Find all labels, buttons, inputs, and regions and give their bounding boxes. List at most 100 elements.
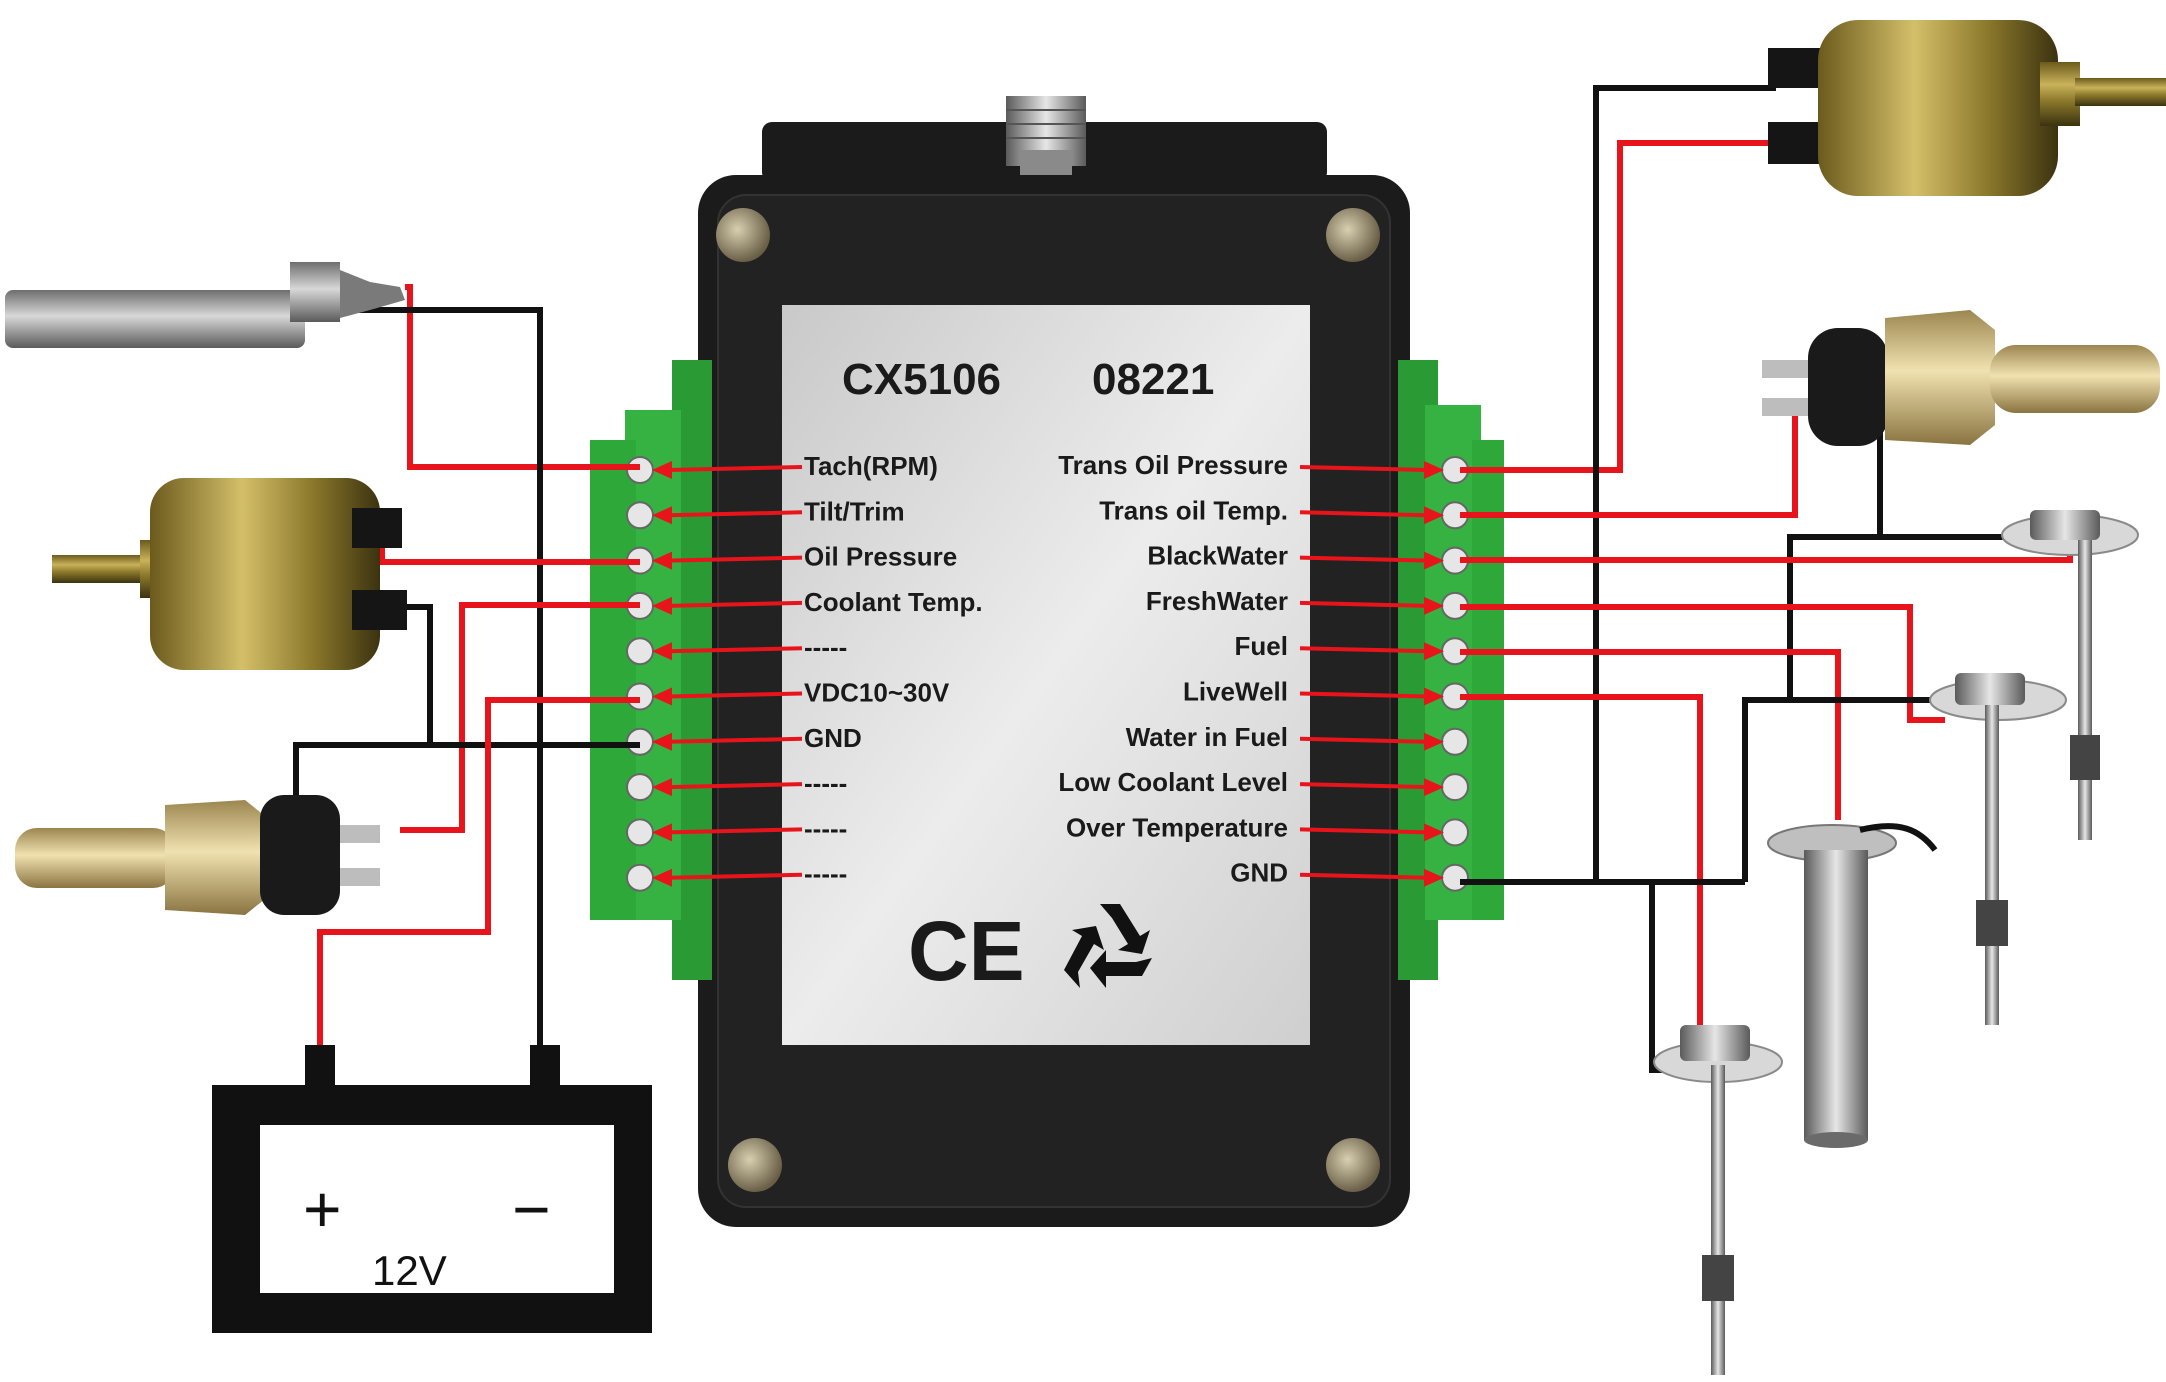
wire-ground-bus-c bbox=[1649, 882, 1680, 1073]
screw-icon bbox=[1326, 208, 1380, 262]
level-sensor-icon bbox=[2001, 510, 2139, 840]
recycle-icon bbox=[1064, 904, 1152, 988]
wire-ground-bus-b bbox=[1742, 697, 1945, 882]
wire-trans-oil-temp bbox=[1460, 404, 1808, 518]
model-number: CX5106 bbox=[842, 355, 1001, 404]
right-terminal-label: GND bbox=[1230, 858, 1288, 888]
terminal-arrow bbox=[667, 555, 803, 563]
right-terminal-label: Over Temperature bbox=[1066, 812, 1288, 842]
fuel-level-sensor-icon bbox=[1767, 823, 1938, 1148]
wire-fuel bbox=[1460, 649, 1841, 820]
terminal-arrow bbox=[667, 736, 803, 744]
left-terminal-label: Coolant Temp. bbox=[804, 587, 983, 617]
terminal-screw-icon bbox=[1441, 818, 1469, 847]
terminal-arrow bbox=[1299, 465, 1429, 472]
terminal-screw-icon bbox=[1441, 727, 1469, 756]
ce-mark: CE bbox=[908, 904, 1025, 998]
terminal-arrow bbox=[667, 465, 803, 472]
terminal-screw-icon bbox=[626, 637, 654, 666]
left-terminal-label: ----- bbox=[804, 768, 847, 798]
screw-icon bbox=[728, 1138, 782, 1192]
right-terminal-label: Trans Oil Pressure bbox=[1058, 450, 1288, 480]
left-terminal-label: GND bbox=[804, 723, 862, 753]
left-terminal-label: Tach(RPM) bbox=[804, 451, 938, 481]
right-terminal-label: Low Coolant Level bbox=[1058, 767, 1288, 797]
terminal-screw-icon bbox=[626, 773, 654, 802]
left-terminal-label: Tilt/Trim bbox=[804, 496, 905, 526]
level-sensor-icon bbox=[1929, 673, 2067, 1025]
cx5106-module: CX5106 08221 CE bbox=[590, 96, 1504, 1227]
arrow-head-icon bbox=[1424, 778, 1444, 797]
wire-power bbox=[317, 697, 640, 1045]
wire-freshwater bbox=[1460, 604, 1945, 723]
terminal-arrow bbox=[667, 600, 803, 608]
wire-coolant bbox=[400, 602, 640, 833]
terminal-arrow bbox=[667, 872, 803, 880]
right-terminal-label: FreshWater bbox=[1146, 586, 1288, 616]
right-terminal-label: Fuel bbox=[1235, 631, 1288, 661]
left-terminal-label: ----- bbox=[804, 859, 847, 889]
wire-trans-oil-pressure bbox=[1460, 140, 1776, 473]
right-terminal-label: LiveWell bbox=[1183, 677, 1288, 707]
wire-trans-oil-pressure-ground bbox=[1593, 85, 1776, 882]
arrow-head-icon bbox=[652, 506, 672, 525]
coolant-temp-sender-icon bbox=[15, 795, 380, 915]
module-code: 08221 bbox=[1092, 355, 1214, 404]
terminal-arrow bbox=[667, 827, 803, 835]
terminal-arrow bbox=[1299, 691, 1429, 699]
wire-rpm-ground bbox=[350, 307, 543, 1045]
arrow-head-icon bbox=[1424, 506, 1444, 525]
terminal-screw-icon bbox=[626, 863, 654, 892]
battery-plus: + bbox=[303, 1172, 342, 1246]
terminal-arrow bbox=[1299, 510, 1429, 518]
terminal-arrow bbox=[1299, 600, 1429, 608]
terminal-screw-icon bbox=[626, 682, 654, 711]
terminal-arrow bbox=[667, 510, 803, 518]
terminal-screw-icon bbox=[626, 818, 654, 847]
arrow-head-icon bbox=[1424, 732, 1444, 751]
wire-blackwater bbox=[1460, 545, 2073, 563]
arrow-head-icon bbox=[1424, 687, 1444, 706]
terminal-screw-icon bbox=[1441, 863, 1469, 892]
arrow-head-icon bbox=[652, 551, 672, 570]
arrow-head-icon bbox=[1424, 461, 1444, 479]
left-terminal-label: VDC10~30V bbox=[804, 678, 950, 708]
arrow-head-icon bbox=[652, 732, 672, 751]
wire-livewell bbox=[1460, 694, 1703, 1040]
terminal-arrow bbox=[667, 646, 803, 654]
left-terminal-label: ----- bbox=[804, 632, 847, 662]
trans-oil-pressure-sender-icon bbox=[1768, 20, 2166, 196]
battery-voltage: 12V bbox=[372, 1247, 447, 1294]
trans-oil-temp-sender-icon bbox=[1762, 310, 2160, 446]
terminal-arrow bbox=[1299, 827, 1429, 835]
wire-tach bbox=[405, 284, 640, 470]
arrow-head-icon bbox=[652, 596, 672, 615]
right-terminal-label: Trans oil Temp. bbox=[1099, 495, 1288, 525]
arrow-head-icon bbox=[652, 778, 672, 797]
battery-minus: − bbox=[512, 1172, 551, 1246]
terminal-arrow bbox=[1299, 736, 1429, 744]
antenna-connector-icon bbox=[1006, 96, 1086, 178]
terminal-arrow bbox=[1299, 646, 1429, 654]
terminal-arrow bbox=[667, 782, 803, 790]
oil-pressure-sender-icon bbox=[52, 478, 407, 670]
terminal-screw-icon bbox=[626, 727, 654, 756]
wire-coolant-ground bbox=[293, 742, 640, 815]
right-terminal-label: Water in Fuel bbox=[1126, 722, 1288, 752]
terminal-arrow bbox=[1299, 782, 1429, 790]
level-sensor-icon bbox=[1653, 1025, 1783, 1375]
label-plate bbox=[782, 305, 1310, 1045]
arrow-head-icon bbox=[1424, 823, 1444, 842]
left-terminal-block bbox=[590, 360, 712, 980]
arrow-head-icon bbox=[1424, 596, 1444, 615]
terminal-screw-icon bbox=[626, 501, 654, 530]
terminal-arrow bbox=[1299, 872, 1429, 880]
arrow-head-icon bbox=[1424, 551, 1444, 570]
left-terminal-label: ----- bbox=[804, 813, 847, 843]
left-terminal-label: Oil Pressure bbox=[804, 542, 957, 572]
arrow-head-icon bbox=[652, 823, 672, 842]
terminal-arrow bbox=[667, 691, 803, 699]
